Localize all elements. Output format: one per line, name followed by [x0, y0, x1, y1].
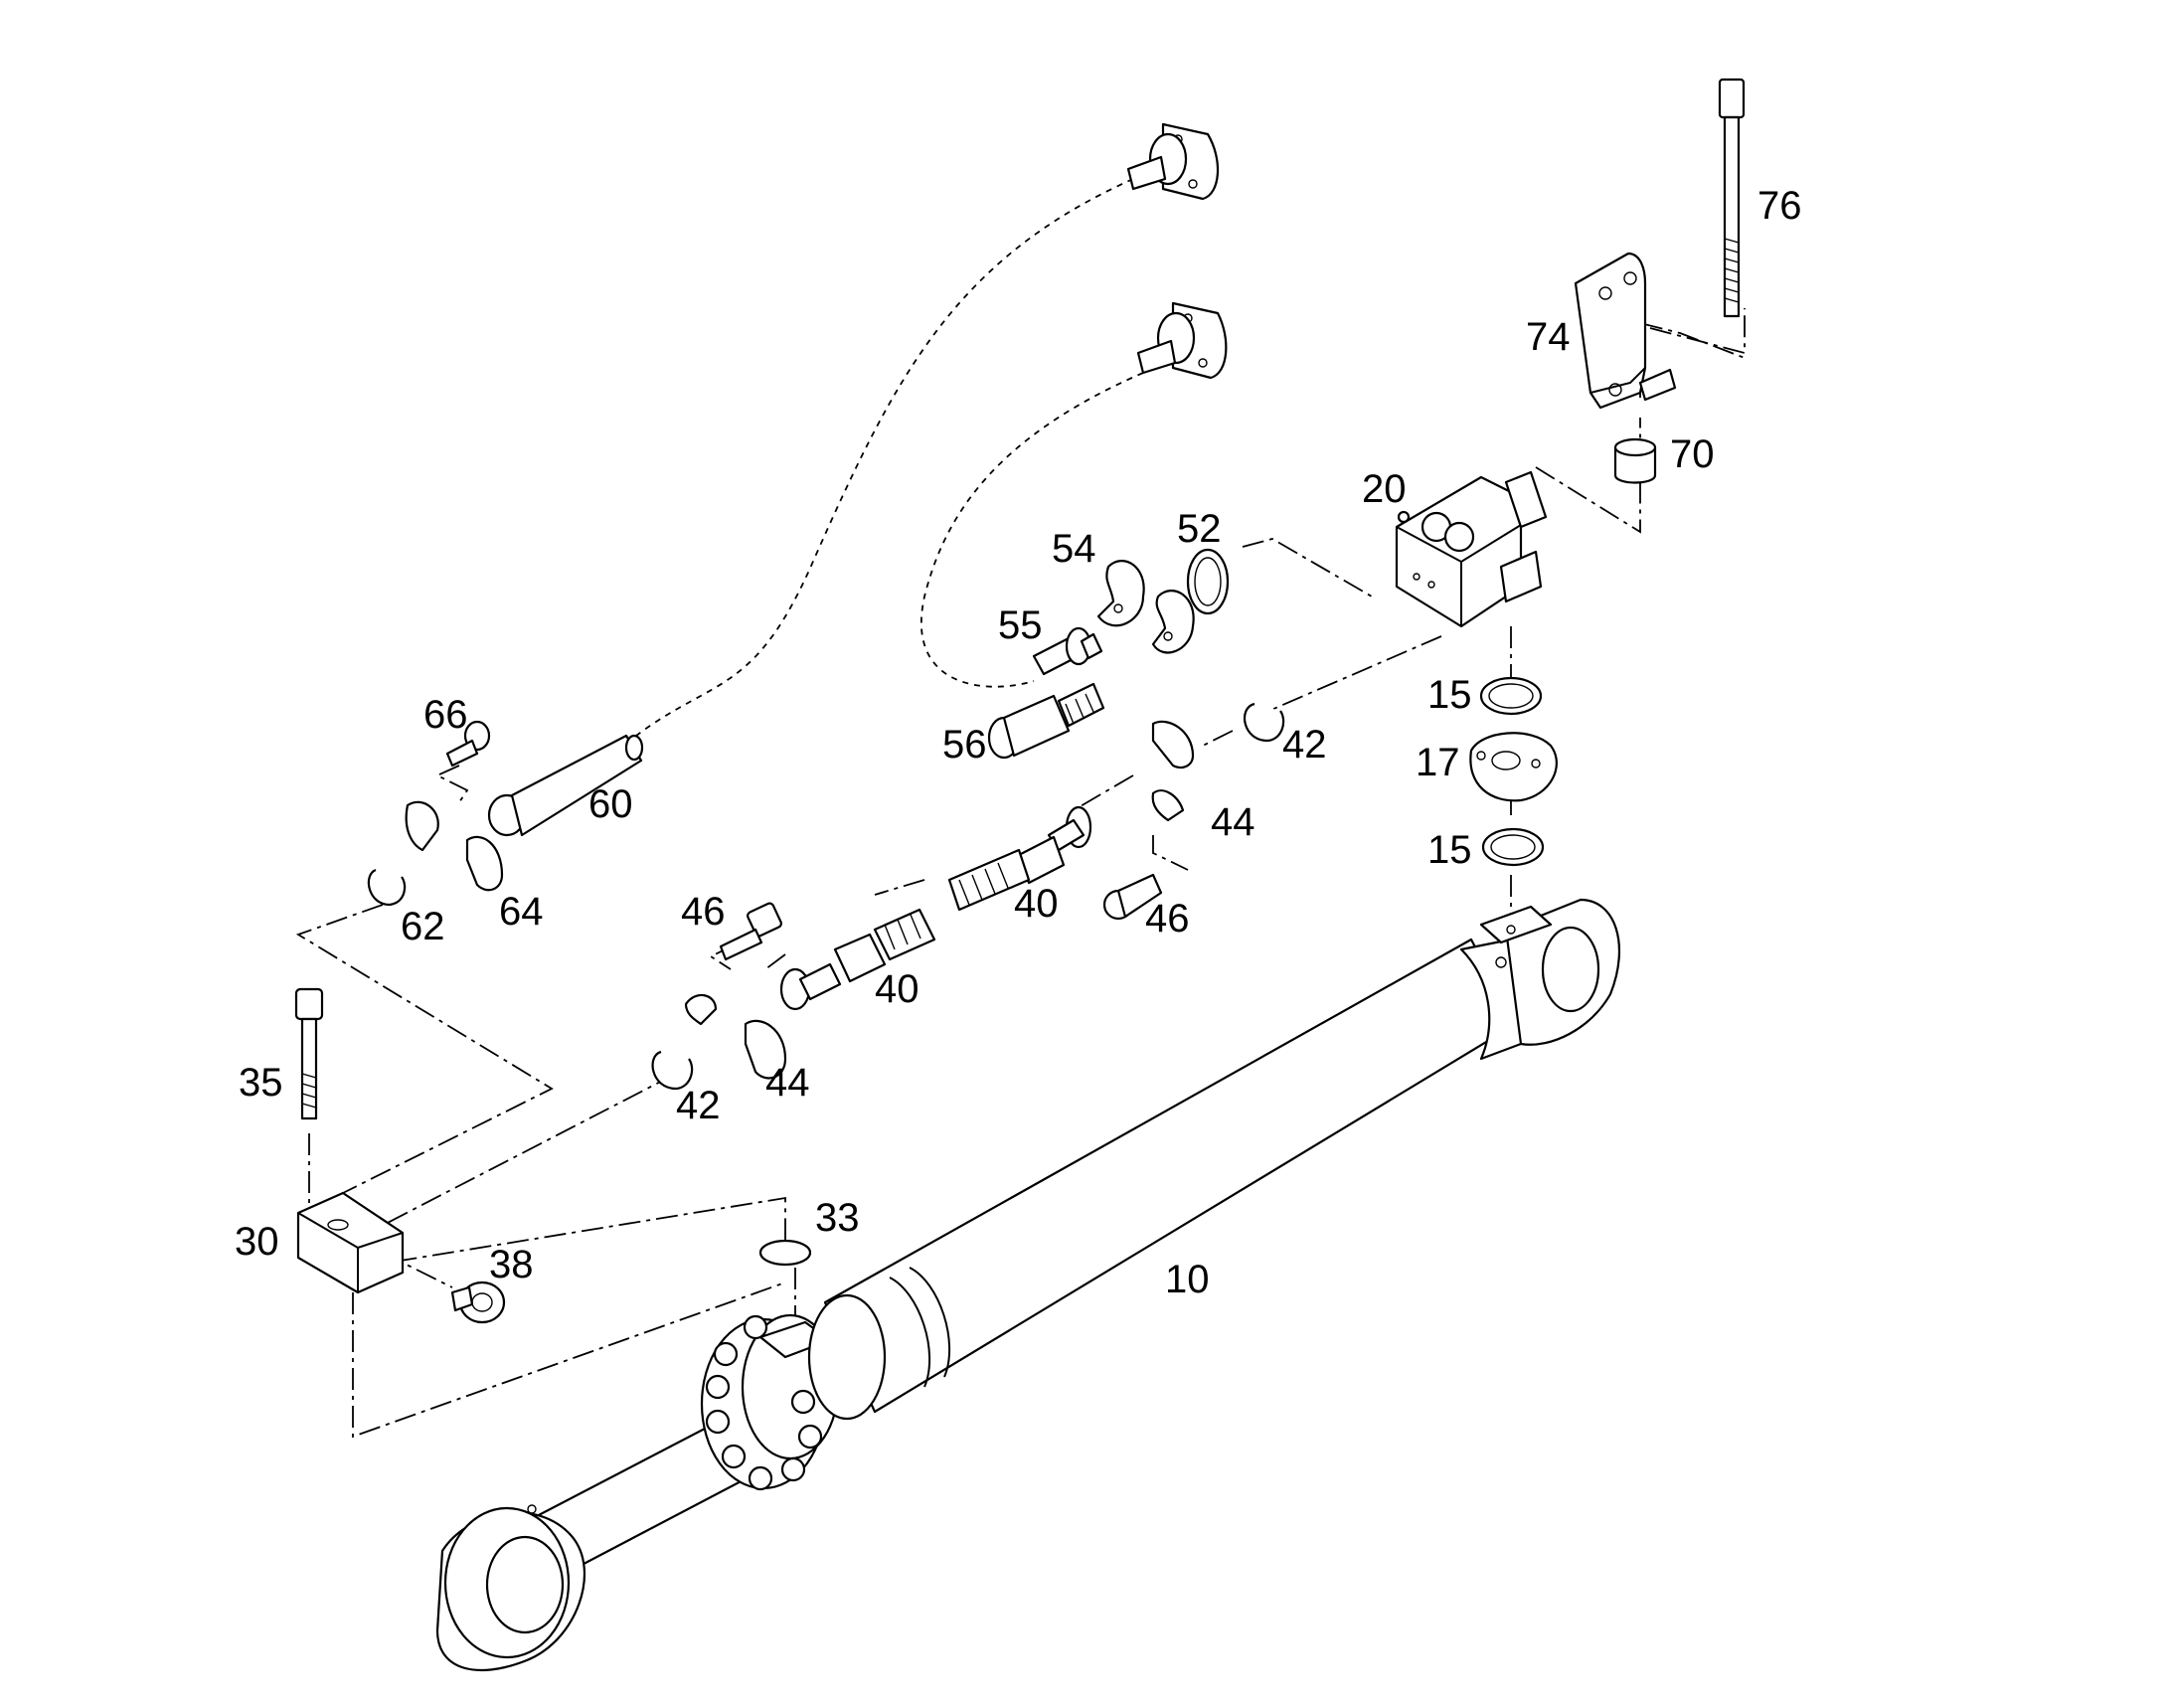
split-flange-44-left [684, 993, 787, 1080]
tube-60 [487, 734, 644, 837]
label-part-64: 64 [499, 890, 544, 934]
flange-fitting-top [1126, 122, 1220, 201]
label-part-10: 10 [1165, 1258, 1210, 1301]
label-part-74: 74 [1526, 315, 1571, 359]
head-bolts [705, 1314, 823, 1491]
label-part-60: 60 [588, 782, 633, 826]
label-part-56: 56 [942, 723, 987, 767]
label-part-42-left: 42 [676, 1084, 721, 1127]
hose-fitting-55 [1032, 626, 1103, 676]
label-part-76: 76 [1757, 184, 1802, 228]
hose-end-56 [987, 682, 1105, 760]
split-flange-44-right [1151, 720, 1195, 822]
label-part-30: 30 [235, 1220, 279, 1264]
label-part-15-upper: 15 [1427, 673, 1472, 717]
long-bolt [1718, 78, 1746, 318]
plug-38 [450, 1281, 506, 1324]
label-part-17: 17 [1416, 741, 1460, 784]
bolt-35 [294, 987, 324, 1120]
bolt-46-right [1102, 873, 1163, 921]
label-part-46-right: 46 [1145, 897, 1190, 940]
label-part-33: 33 [815, 1196, 860, 1240]
label-part-46-left: 46 [681, 890, 726, 934]
split-flange-halves-upper [1096, 560, 1195, 654]
label-part-55: 55 [998, 603, 1043, 647]
label-part-40-left: 40 [875, 967, 919, 1011]
bolt-46-left [719, 902, 782, 961]
label-part-70: 70 [1670, 432, 1715, 476]
clamp-block-30 [296, 1191, 405, 1294]
label-part-20: 20 [1362, 467, 1407, 511]
label-part-52: 52 [1177, 507, 1222, 551]
valve-block [1395, 470, 1548, 628]
label-part-15-lower: 15 [1427, 828, 1472, 872]
o-ring [1186, 548, 1230, 615]
snap-ring-42-left [651, 1050, 694, 1091]
split-flange-64 [405, 800, 504, 892]
label-part-62: 62 [401, 905, 445, 948]
label-part-35: 35 [239, 1061, 283, 1105]
spacer-bushing [1613, 437, 1657, 484]
ring-33 [758, 1239, 812, 1267]
label-part-54: 54 [1052, 527, 1096, 571]
label-part-66: 66 [423, 693, 468, 737]
part-labels: 10 15 17 15 20 30 33 35 38 40 40 42 42 4… [235, 184, 1802, 1301]
label-part-42-right: 42 [1282, 723, 1327, 767]
snap-ring-62 [367, 868, 407, 907]
label-part-44-left: 44 [765, 1061, 810, 1105]
label-part-44-right: 44 [1211, 800, 1255, 844]
bolt-66 [445, 720, 491, 768]
label-part-40-right: 40 [1014, 882, 1059, 926]
snap-ring-42-right [1244, 702, 1285, 743]
flange-fitting-middle [1136, 301, 1228, 380]
cylinder-assembly [435, 898, 1620, 1672]
hose-40-right [947, 805, 1092, 912]
mounting-bracket [1574, 252, 1677, 410]
hose-40-left [779, 908, 936, 1011]
label-part-38: 38 [489, 1243, 534, 1286]
flange-17 [1469, 732, 1558, 802]
